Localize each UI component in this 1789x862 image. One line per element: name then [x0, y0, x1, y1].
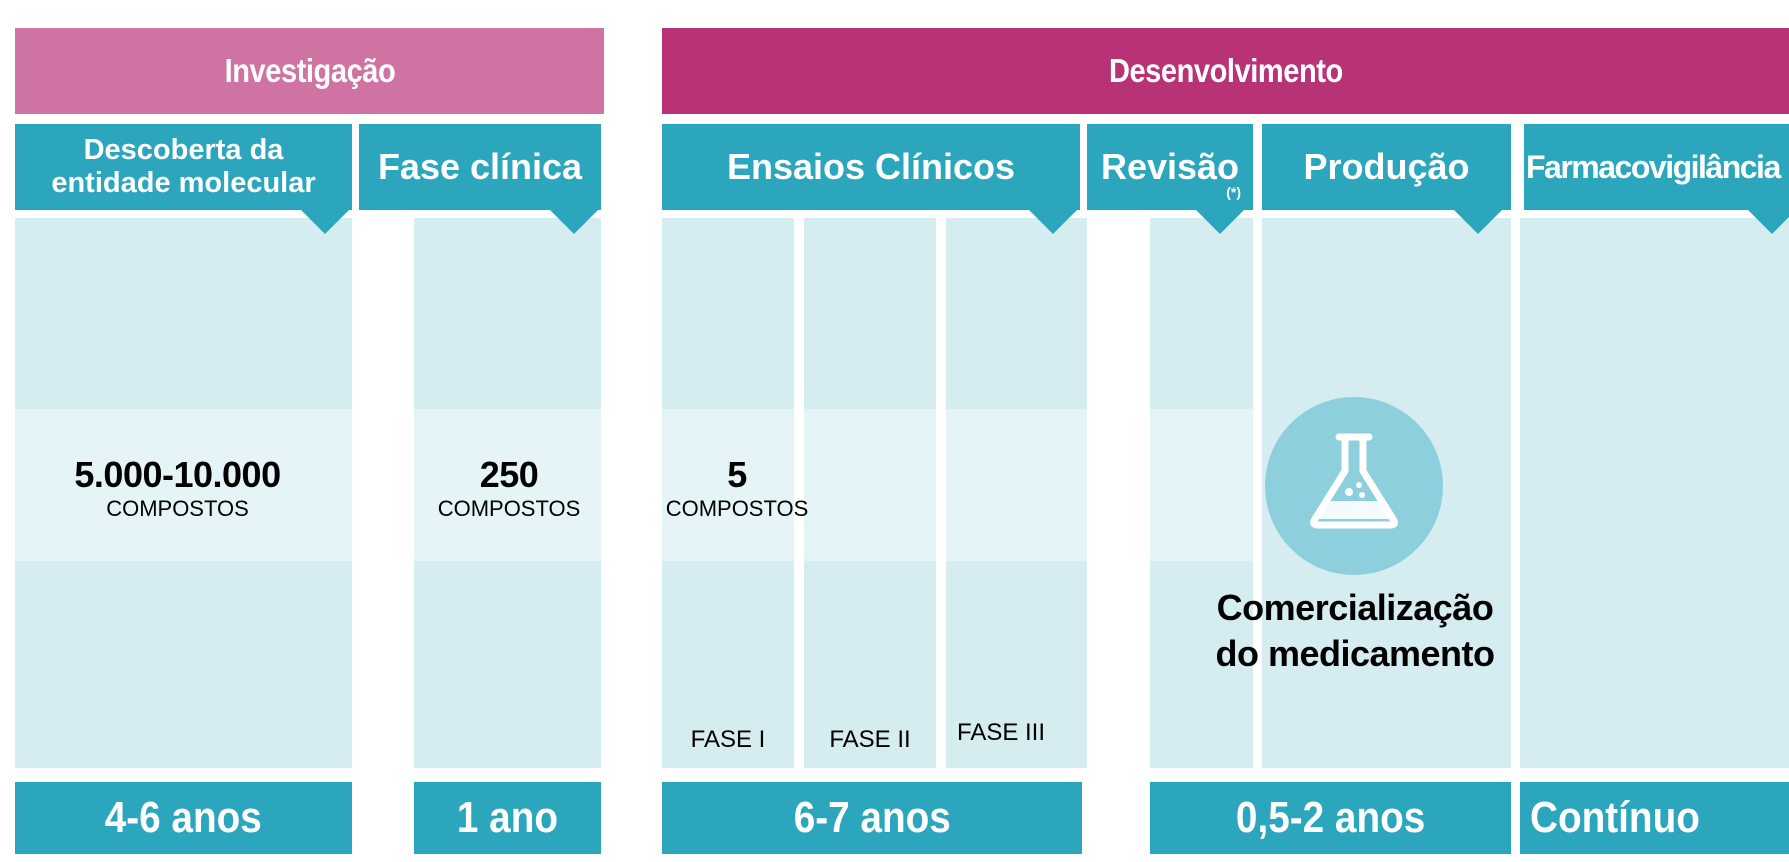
- phase-note-revisao: (*): [1226, 184, 1241, 200]
- compound-number: 5.000-10.000: [74, 454, 281, 495]
- band-fase-3: [946, 409, 1087, 561]
- trial-phase-label: FASE II: [829, 726, 911, 753]
- phase-arrow-revisao: [1195, 209, 1245, 234]
- phase-header-ensaios: Ensaios Clínicos: [662, 124, 1080, 234]
- phase-arrow-farmacovigilancia: [1747, 209, 1789, 234]
- stage-label-investigacao: Investigação: [224, 52, 395, 89]
- duration-label: Contínuo: [1530, 793, 1700, 842]
- phase-header-revisao: Revisão (*): [1087, 124, 1253, 234]
- phase-label-fase-clinica: Fase clínica: [377, 146, 583, 187]
- duration-farmacovigilancia: Contínuo: [1520, 782, 1789, 854]
- trial-phase-label: FASE I: [690, 726, 766, 753]
- compound-count-descoberta: 5.000-10.000 COMPOSTOS: [15, 455, 340, 523]
- duration-fase-clinica: 1 ano: [414, 782, 601, 854]
- duration-label: 1 ano: [456, 793, 559, 842]
- column-farmacovigilancia: [1520, 218, 1789, 768]
- stage-header-desenvolvimento: Desenvolvimento: [662, 28, 1789, 114]
- phase-arrow-fase-clinica: [549, 209, 599, 234]
- phase-label-farmacovigilancia: Farmacovigilância: [1526, 148, 1781, 185]
- compound-count-fase-clinica: 250 COMPOSTOS: [414, 455, 604, 523]
- phase-header-producao: Produção: [1262, 124, 1511, 234]
- compound-label: COMPOSTOS: [437, 496, 581, 521]
- phase-label-revisao: Revisão: [1100, 146, 1240, 187]
- compound-label: COMPOSTOS: [106, 496, 249, 521]
- phase-header-farmacovigilancia: Farmacovigilância: [1524, 124, 1789, 234]
- band-fase-1: [662, 409, 794, 561]
- band-fase-2: [804, 409, 936, 561]
- phase-arrow-ensaios: [1028, 209, 1078, 234]
- compound-number: 250: [479, 454, 539, 495]
- compound-label: COMPOSTOS: [665, 496, 809, 521]
- phase-arrow-descoberta: [300, 209, 350, 234]
- phase-header-fase-clinica: Fase clínica: [359, 124, 601, 234]
- duration-label: 4-6 anos: [104, 793, 263, 842]
- compound-count-ensaios: 5 COMPOSTOS: [652, 455, 822, 523]
- phase-arrow-producao: [1453, 209, 1503, 234]
- trial-phase-label: FASE III: [956, 719, 1046, 746]
- compound-number: 5: [727, 454, 747, 495]
- stage-label-desenvolvimento: Desenvolvimento: [1108, 52, 1343, 89]
- duration-descoberta: 4-6 anos: [15, 782, 352, 854]
- duration-label: 6-7 anos: [793, 793, 951, 842]
- band-descoberta: [15, 409, 352, 561]
- duration-label: 0,5-2 anos: [1235, 793, 1426, 842]
- phase-header-descoberta: Descoberta da entidade molecular: [15, 124, 352, 234]
- band-fase-clinica: [414, 409, 601, 561]
- duration-revisao-producao: 0,5-2 anos: [1150, 782, 1511, 854]
- band-revisao: [1150, 409, 1253, 561]
- flask-icon: [1265, 397, 1443, 575]
- phase-label-descoberta: Descoberta da entidade molecular: [51, 134, 316, 199]
- phase-label-producao: Produção: [1303, 146, 1470, 187]
- phase-label-ensaios: Ensaios Clínicos: [726, 146, 1016, 187]
- duration-ensaios: 6-7 anos: [662, 782, 1082, 854]
- stage-header-investigacao: Investigação: [15, 28, 604, 114]
- commercialization-text: Comercialização do medicamento: [1215, 587, 1495, 674]
